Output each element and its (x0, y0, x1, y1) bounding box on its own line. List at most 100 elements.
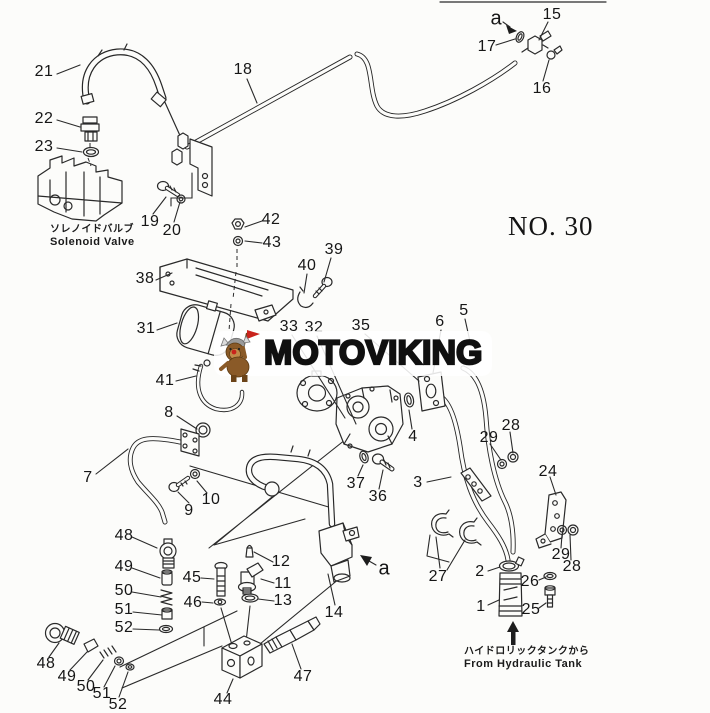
plug-16 (546, 45, 563, 60)
tube-41 (192, 363, 245, 413)
sensor-47 (263, 616, 321, 654)
bolt-19 (156, 180, 181, 198)
part-label-25: 25 (521, 601, 541, 618)
tube-18-bracket (171, 132, 213, 197)
part-label-37: 37 (346, 475, 366, 492)
o-ring-17 (515, 31, 525, 43)
bolt-9 (168, 475, 191, 493)
fitting-15 (521, 30, 552, 55)
accumulator-stud (203, 359, 211, 367)
part-label-42: 42 (261, 211, 281, 228)
part-label-21: 21 (34, 63, 54, 80)
bracket-38 (159, 258, 294, 322)
part-label-5: 5 (459, 302, 469, 319)
valve-14 (318, 522, 360, 583)
part-label-29: 29 (551, 546, 571, 563)
tube-18 (184, 51, 518, 150)
solenoid-valve-note: ソレノイドバルブ Solenoid Valve (50, 224, 135, 248)
part-label-46: 46 (183, 594, 203, 611)
part-label-9: 9 (184, 502, 194, 519)
hose-fitting-nut (264, 481, 280, 497)
part-label-50: 50 (76, 678, 96, 695)
tank-flow-arrow (507, 621, 519, 645)
o-ring-23 (82, 146, 100, 158)
watermark: MOTOVIKING (214, 330, 492, 382)
clip-panel-lines (426, 534, 450, 563)
bolt-36 (371, 453, 395, 472)
part-label-14: 14 (324, 604, 344, 621)
part-label-12: 12 (271, 553, 291, 570)
part-label-22: 22 (34, 110, 54, 127)
part-label-52: 52 (114, 619, 134, 636)
part-label-27: 27 (428, 568, 448, 585)
perforated-strip (460, 467, 492, 502)
part-label-3: 3 (413, 474, 423, 491)
hydraulic-tank-note: ハイドロリックタンクから From Hydraulic Tank (464, 646, 589, 670)
part-label-38: 38 (135, 270, 155, 287)
part-label-7: 7 (83, 469, 93, 486)
pipe-3 (434, 391, 511, 563)
nut-42 (231, 218, 245, 230)
bolt-39 (312, 276, 333, 299)
part-label-17: 17 (477, 38, 497, 55)
part-label-31: 31 (136, 320, 156, 337)
washer-43 (232, 235, 244, 247)
hydraulic-tank-note-en: From Hydraulic Tank (464, 658, 583, 670)
solenoid-valve-note-jp: ソレノイドバルブ (50, 224, 134, 235)
clip-27a (431, 509, 454, 538)
part-label-16: 16 (532, 80, 552, 97)
part-label-40: 40 (297, 257, 317, 274)
part-label-50: 50 (114, 582, 134, 599)
view-marker-arrow-a2 (360, 555, 377, 566)
washer-10 (189, 468, 201, 480)
pump-mount-flange (296, 370, 338, 412)
hose-21 (80, 43, 183, 141)
part-label-29: 29 (479, 429, 499, 446)
part-label-10: 10 (201, 491, 221, 508)
part-label-1: 1 (476, 598, 486, 615)
pipe-5 (460, 365, 516, 555)
sheet-number: NO. 30 (508, 211, 594, 241)
part-label-6: 6 (435, 313, 445, 330)
kit-48-52-diagonal (44, 622, 135, 671)
part-label-26: 26 (520, 573, 540, 590)
flange-35 (417, 371, 446, 412)
fitting-22 (80, 116, 100, 142)
kit-48-52-vertical (158, 538, 177, 634)
view-marker-a: a (378, 557, 390, 580)
leader-lines (48, 21, 572, 698)
part-label-24: 24 (538, 463, 558, 480)
part-label-49: 49 (114, 558, 134, 575)
assembly-axes (87, 143, 238, 332)
bolt-45 (214, 561, 228, 597)
part-label-2: 2 (475, 563, 485, 580)
nut-46 (213, 598, 227, 606)
hose-1 (498, 572, 523, 617)
part-label-51: 51 (114, 601, 134, 618)
o-ring-13 (241, 593, 259, 603)
hydraulic-tank-note-jp: ハイドロリックタンクから (464, 646, 590, 657)
part-label-28: 28 (501, 417, 521, 434)
part-label-35: 35 (351, 317, 371, 334)
clamp-2 (498, 556, 525, 572)
o-ring-8 (195, 422, 211, 438)
block-44 (221, 635, 263, 679)
view-marker-a: a (490, 7, 502, 30)
gear-pump (335, 385, 404, 453)
solenoid-valve-note-en: Solenoid Valve (50, 236, 135, 248)
watermark-text: MOTOVIKING (263, 333, 484, 373)
hose-to-valve-14 (245, 445, 336, 528)
part-label-48: 48 (114, 527, 134, 544)
clip-27b (459, 517, 482, 546)
part-label-33: 33 (279, 318, 299, 335)
part-label-45: 45 (182, 569, 202, 586)
washer-26 (543, 571, 557, 581)
part-label-48: 48 (36, 655, 56, 672)
part-label-4: 4 (408, 428, 418, 445)
part-label-39: 39 (324, 241, 344, 258)
part-label-15: 15 (542, 6, 562, 23)
part-label-8: 8 (164, 404, 174, 421)
part-label-28: 28 (562, 558, 582, 575)
o-ring-37 (359, 450, 369, 464)
